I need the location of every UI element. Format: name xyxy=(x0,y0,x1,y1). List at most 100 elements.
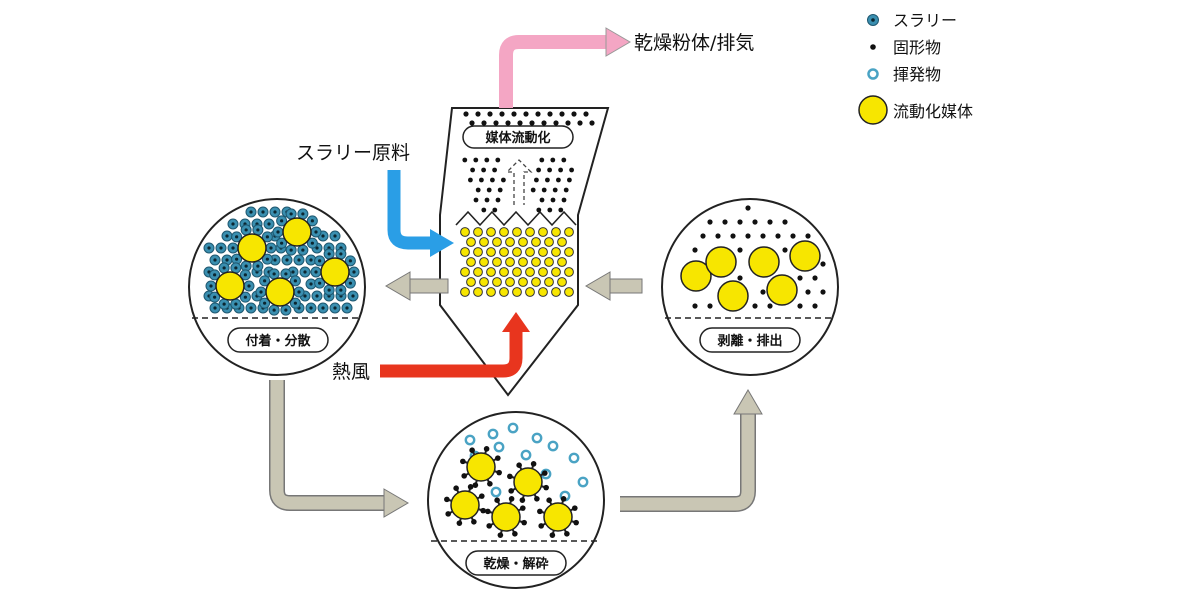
solid-particle xyxy=(501,177,506,183)
solid-particle xyxy=(481,167,486,173)
stage-peeling-discharge: 剥離・排出 xyxy=(661,198,839,376)
media-particle xyxy=(564,247,574,257)
solid-particle xyxy=(505,120,511,126)
slurry-core xyxy=(222,302,226,306)
solid-particle xyxy=(812,275,818,281)
solid-particle xyxy=(490,177,495,183)
solid-particle xyxy=(473,197,479,203)
solid-particle xyxy=(583,111,589,117)
solid-particle xyxy=(523,111,529,117)
media-particle xyxy=(513,467,543,497)
media-particle xyxy=(525,247,535,257)
legend-item-media: 流動化媒体 xyxy=(858,95,973,125)
slurry-core xyxy=(315,294,319,298)
drying-crushing-label: 乾燥・解砕 xyxy=(483,556,548,572)
media-particle xyxy=(766,274,798,306)
solid-particle xyxy=(571,111,577,117)
slurry-core xyxy=(222,266,226,270)
media-particle xyxy=(491,502,521,532)
slurry-core xyxy=(303,270,307,274)
slurry-core xyxy=(327,288,331,292)
slurry-core xyxy=(244,228,248,232)
solid-particle xyxy=(760,233,766,239)
solid-particle xyxy=(539,197,545,203)
solid-particle xyxy=(530,461,537,467)
slurry-core xyxy=(225,234,229,238)
solid-particle xyxy=(467,484,474,490)
solid-particle xyxy=(572,505,578,511)
slurry-core xyxy=(213,273,217,277)
slurry-core xyxy=(321,306,325,310)
solid-particle xyxy=(495,197,501,203)
slurry-core xyxy=(318,281,322,285)
slurry-core xyxy=(309,258,313,262)
solid-particle xyxy=(550,197,556,203)
solid-particle xyxy=(453,485,459,491)
vessel-media-particles xyxy=(460,227,574,297)
media-particle xyxy=(486,247,496,257)
slurry-core xyxy=(291,270,295,274)
solid-particle xyxy=(485,508,491,515)
legend-label-solid: 固形物 xyxy=(893,38,941,57)
solid-particle xyxy=(542,470,548,476)
media-particle xyxy=(705,246,737,278)
slurry-core xyxy=(235,257,239,261)
slurry-core xyxy=(289,248,293,252)
solid-particle xyxy=(820,289,826,295)
media-particle xyxy=(531,257,541,267)
media-particle xyxy=(460,267,470,277)
solid-particle xyxy=(547,207,553,213)
solid-particle xyxy=(472,482,479,488)
stage-drying-crushing: 乾燥・解砕 xyxy=(427,411,605,589)
slurry-core xyxy=(234,266,238,270)
media-particle xyxy=(748,246,780,278)
media-particle xyxy=(789,240,821,272)
slurry-core xyxy=(321,234,325,238)
media-particle xyxy=(512,247,522,257)
media-particle xyxy=(486,227,496,237)
media-particle xyxy=(525,227,535,237)
slurry-core xyxy=(309,282,313,286)
solid-particle xyxy=(483,446,490,452)
slurry-core xyxy=(263,279,267,283)
solid-particle xyxy=(577,120,583,126)
media-particle xyxy=(492,277,502,287)
solid-particle xyxy=(470,167,475,173)
solid-particle xyxy=(539,157,545,163)
slurry-core xyxy=(314,270,318,274)
media-particle xyxy=(460,227,470,237)
solid-particle xyxy=(471,519,477,525)
slurry-core xyxy=(280,219,284,223)
solid-particle xyxy=(745,205,751,211)
slurry-core xyxy=(352,270,356,274)
solid-particle xyxy=(560,496,567,502)
solid-particle xyxy=(561,197,567,203)
hot-air-label: 熱風 xyxy=(332,361,370,383)
solid-particle xyxy=(469,120,475,126)
media-particle xyxy=(544,237,554,247)
solid-particle xyxy=(495,157,501,163)
slurry-core xyxy=(303,294,307,298)
solid-particle xyxy=(529,120,535,126)
flow-arrow-bottom-to-right xyxy=(620,389,763,512)
slurry-core xyxy=(273,210,277,214)
solid-particle xyxy=(496,469,502,476)
media-particle xyxy=(551,267,561,277)
solid-particle xyxy=(497,532,504,538)
solid-particle xyxy=(573,519,579,526)
media-particle xyxy=(320,257,350,287)
peeling-discharge-label: 剥離・排出 xyxy=(717,333,782,349)
hot-air-arrow xyxy=(380,312,530,378)
solid-particle xyxy=(497,187,503,193)
media-particle xyxy=(564,287,574,297)
solid-particle xyxy=(805,289,811,295)
slurry-core xyxy=(234,302,238,306)
slurry-core xyxy=(310,219,314,223)
peeling-label-pill xyxy=(699,327,801,353)
solid-particle xyxy=(767,303,773,309)
solid-particle xyxy=(520,505,526,511)
media-particle xyxy=(282,217,312,247)
slurry-core xyxy=(333,306,337,310)
media-particle xyxy=(525,267,535,277)
solid-particle xyxy=(556,177,561,183)
